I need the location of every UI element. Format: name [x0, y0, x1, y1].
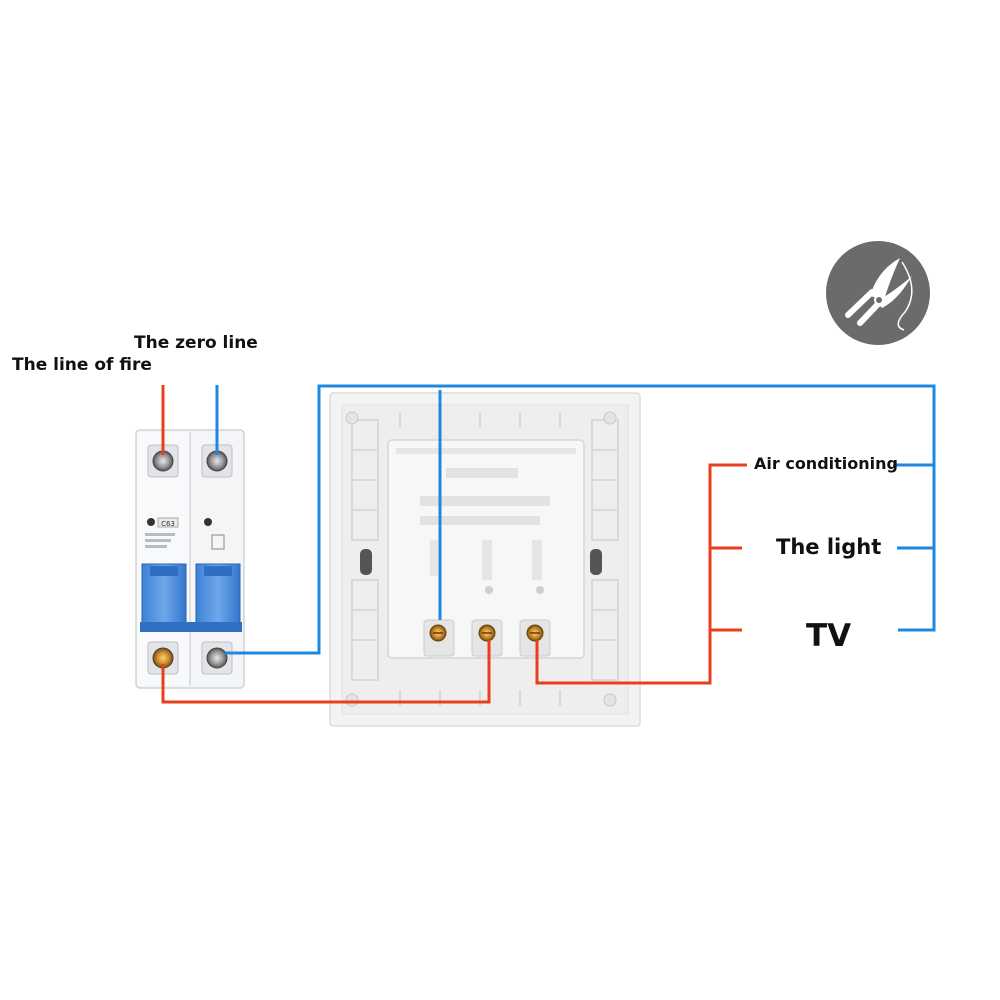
- switch-output-wire: [535, 463, 747, 685]
- light-label: The light: [776, 535, 882, 559]
- breaker-rating-text: C63: [161, 520, 175, 528]
- live-wires: [161, 385, 747, 704]
- switch-plate: [329, 392, 641, 727]
- pliers-icon: [826, 241, 930, 345]
- circuit-breaker: C63: [135, 429, 245, 689]
- breaker-bottom-right-screw: [206, 647, 228, 669]
- neutral-wires: [215, 384, 936, 655]
- air-conditioning-label: Air conditioning: [754, 454, 898, 473]
- fire-line-label: The line of fire: [12, 355, 152, 375]
- tv-label: TV: [806, 618, 852, 654]
- neutral-to-switch-wire: [225, 384, 936, 655]
- live-to-switch-wire: [161, 640, 491, 704]
- zero-line-label: The zero line: [134, 333, 258, 353]
